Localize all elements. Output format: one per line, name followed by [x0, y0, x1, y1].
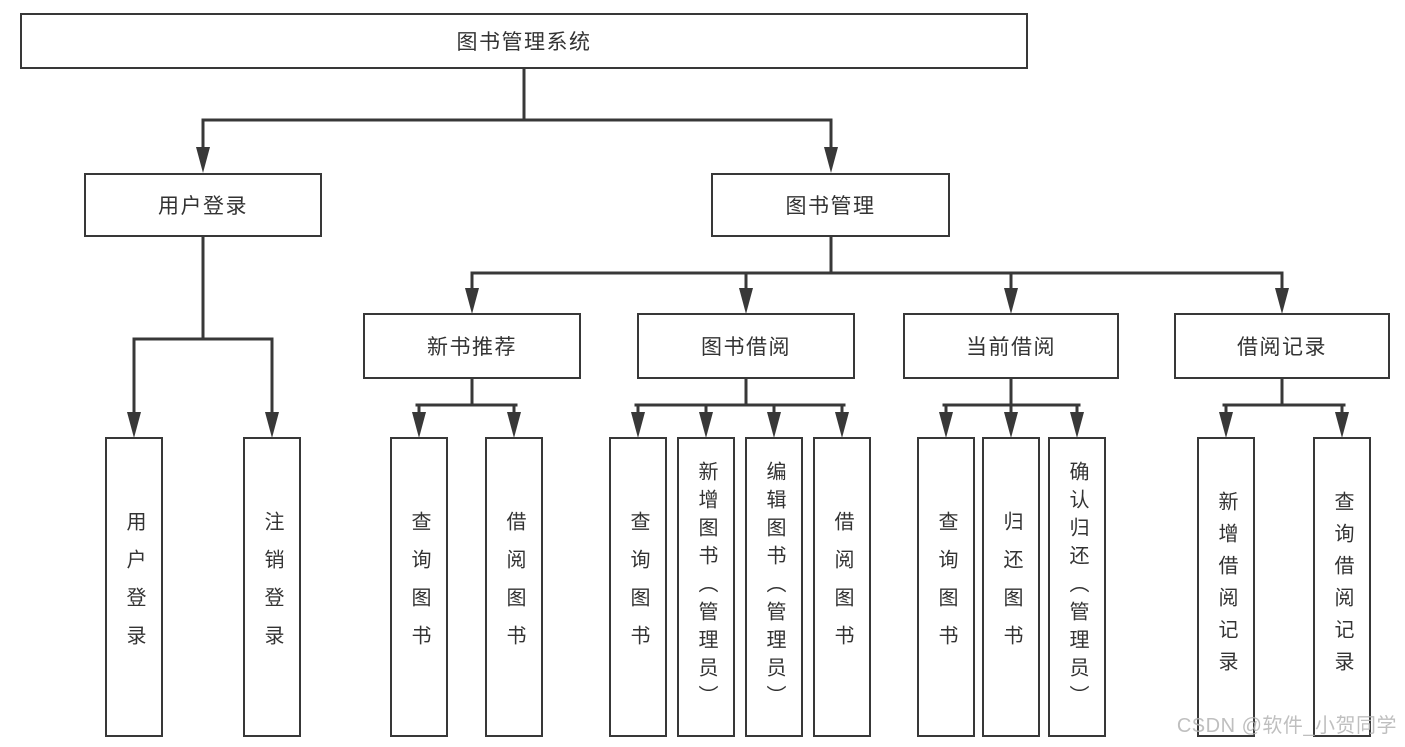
leaf-records-add-record: 新增借阅记录	[1197, 437, 1255, 737]
leaf-current-confirm-return-admin-label: 确认归还（管理员）	[1066, 461, 1088, 713]
leaf-logout: 注销登录	[243, 437, 301, 737]
node-borrowing-records-label: 借阅记录	[1237, 336, 1327, 359]
csdn-watermark: CSDN @软件_小贺同学	[1176, 715, 1397, 737]
leaf-borrowing-query-books-label: 查询图书	[627, 511, 649, 663]
node-borrowing-records: 借阅记录	[1174, 313, 1390, 379]
leaf-current-confirm-return-admin: 确认归还（管理员）	[1048, 437, 1106, 737]
leaf-current-query-books-label: 查询图书	[935, 511, 957, 663]
node-new-book-recommend: 新书推荐	[363, 313, 581, 379]
node-new-book-recommend-label: 新书推荐	[427, 336, 517, 359]
node-user-login: 用户登录	[84, 173, 322, 237]
leaf-borrowing-edit-books-admin-label: 编辑图书（管理员）	[763, 461, 785, 713]
leaf-borrowing-edit-books-admin: 编辑图书（管理员）	[745, 437, 803, 737]
leaf-user-login-label: 用户登录	[123, 511, 145, 663]
leaf-current-return-books-label: 归还图书	[1000, 511, 1022, 663]
leaf-recommend-query-books-label: 查询图书	[408, 511, 430, 663]
leaf-recommend-borrow-books-label: 借阅图书	[503, 511, 525, 663]
leaf-records-query-record: 查询借阅记录	[1313, 437, 1371, 737]
leaf-recommend-borrow-books: 借阅图书	[485, 437, 543, 737]
leaf-borrowing-query-books: 查询图书	[609, 437, 667, 737]
node-book-borrowing-label: 图书借阅	[701, 336, 791, 359]
node-book-borrowing: 图书借阅	[637, 313, 855, 379]
node-current-borrowing-label: 当前借阅	[966, 336, 1056, 359]
leaf-borrowing-add-books-admin-label: 新增图书（管理员）	[695, 461, 717, 713]
leaf-records-add-record-label: 新增借阅记录	[1215, 491, 1237, 683]
leaf-borrowing-add-books-admin: 新增图书（管理员）	[677, 437, 735, 737]
node-book-management-label: 图书管理	[785, 195, 876, 218]
leaf-recommend-query-books: 查询图书	[390, 437, 448, 737]
node-user-login-label: 用户登录	[158, 195, 248, 218]
leaf-records-query-record-label: 查询借阅记录	[1331, 491, 1353, 683]
node-library-system: 图书管理系统	[20, 13, 1028, 69]
leaf-user-login: 用户登录	[105, 437, 163, 737]
node-library-system-label: 图书管理系统	[456, 31, 592, 54]
leaf-current-return-books: 归还图书	[982, 437, 1040, 737]
leaf-borrowing-borrow-books: 借阅图书	[813, 437, 871, 737]
leaf-current-query-books: 查询图书	[917, 437, 975, 737]
node-book-management: 图书管理	[711, 173, 950, 237]
leaf-borrowing-borrow-books-label: 借阅图书	[831, 511, 853, 663]
node-current-borrowing: 当前借阅	[903, 313, 1119, 379]
leaf-logout-label: 注销登录	[261, 511, 283, 663]
